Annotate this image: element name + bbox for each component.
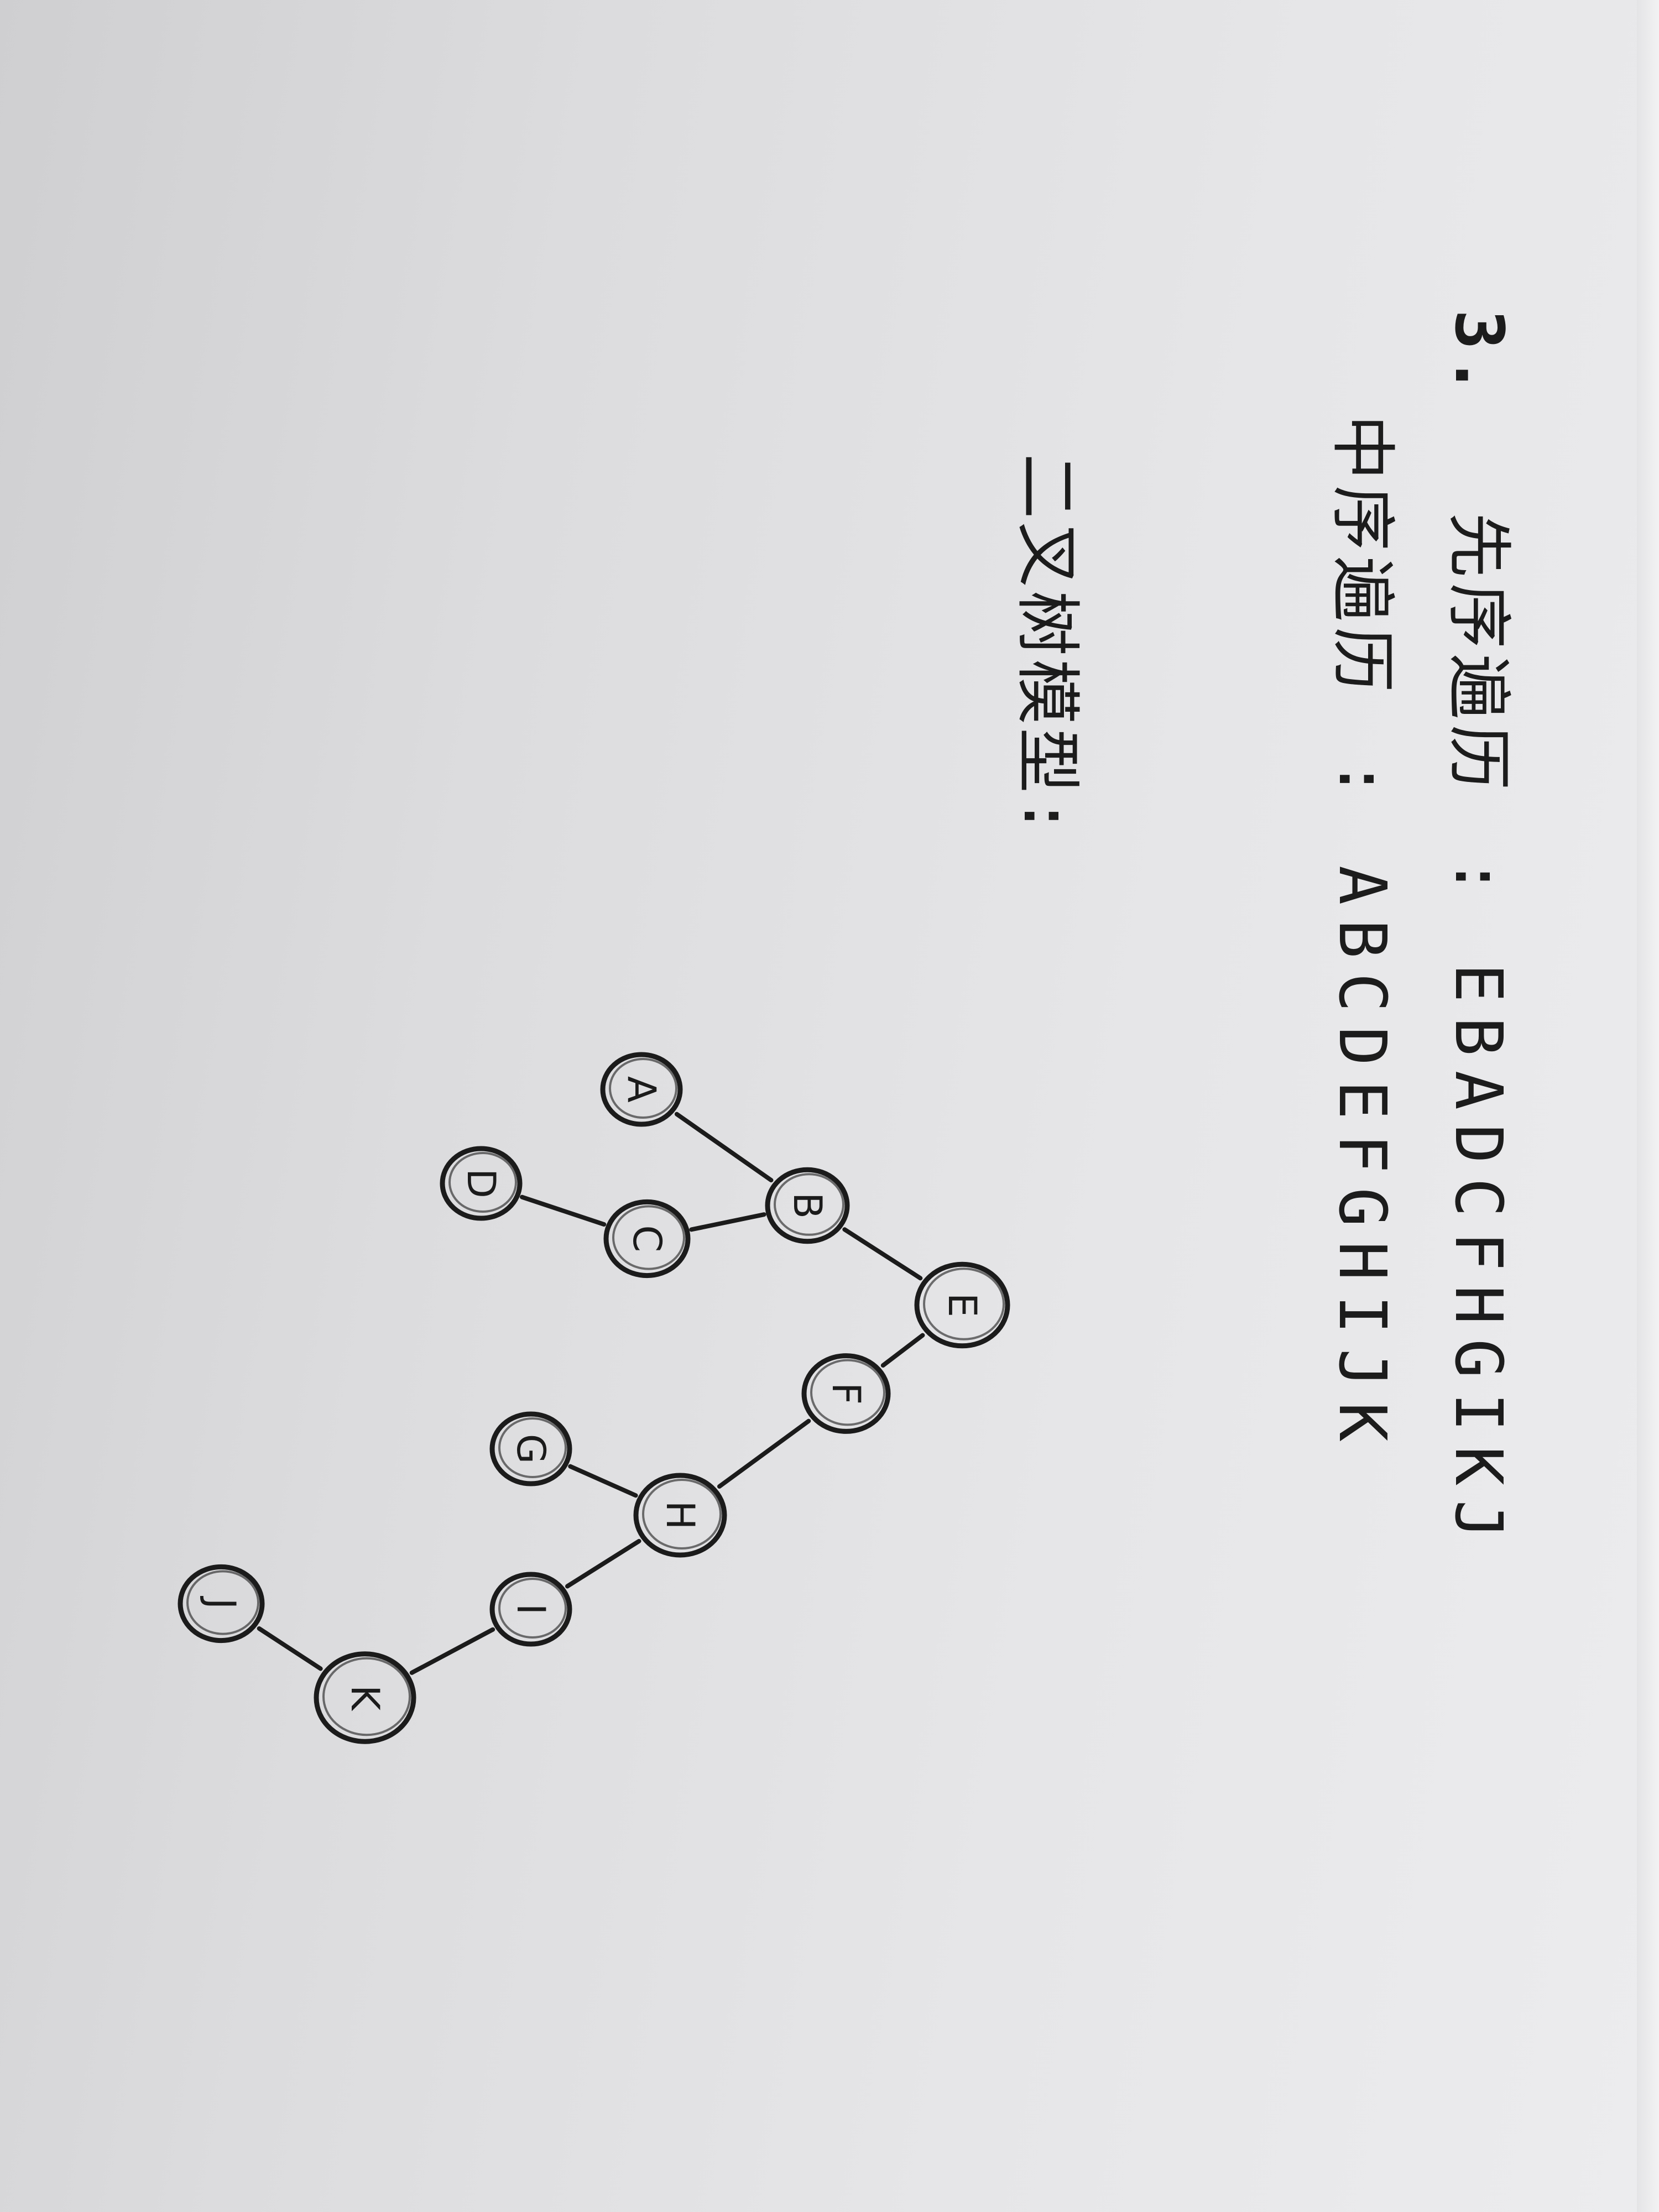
node-label: F (823, 1383, 869, 1405)
tree-node-J: J (178, 1564, 265, 1644)
paper-edge (1637, 0, 1659, 2212)
node-circle (765, 1167, 850, 1244)
node-label: H (658, 1501, 703, 1530)
node-circle (440, 1146, 523, 1221)
tree-node-D: D (440, 1146, 523, 1221)
tree-node-B: B (765, 1167, 850, 1244)
edge-I-K (409, 1627, 495, 1675)
node-circle (489, 1411, 572, 1486)
node-label: C (624, 1225, 670, 1253)
node-circle (603, 1199, 691, 1279)
node-ring (923, 1267, 1005, 1340)
tree-node-C: C (603, 1199, 691, 1279)
tree-node-H: H (633, 1473, 727, 1558)
node-circle (178, 1564, 265, 1644)
edge-B-A (674, 1112, 774, 1183)
edge-E-B (842, 1227, 923, 1281)
node-circle (914, 1261, 1010, 1349)
node-label: E (940, 1293, 985, 1317)
node-ring (642, 1479, 722, 1550)
node-ring (774, 1173, 844, 1236)
edge-C-D (519, 1194, 607, 1227)
node-ring (612, 1205, 685, 1270)
node-ring (322, 1657, 411, 1736)
node-label: G (508, 1434, 554, 1464)
edge-K-J (257, 1626, 323, 1671)
node-ring (186, 1570, 259, 1635)
node-circle (600, 1052, 683, 1127)
tree-node-E: E (914, 1261, 1010, 1349)
node-ring (810, 1359, 885, 1426)
node-label: B (785, 1192, 830, 1219)
tree-node-G: G (489, 1411, 572, 1486)
node-circle (801, 1353, 891, 1434)
tree-node-K: K (314, 1651, 416, 1744)
edge-F-H (717, 1418, 811, 1489)
node-ring (498, 1417, 567, 1478)
edge-E-F (880, 1333, 925, 1368)
node-label: I (508, 1604, 554, 1615)
tree-node-A: A (600, 1052, 683, 1127)
node-circle (489, 1572, 572, 1647)
node-circle (633, 1473, 727, 1558)
edge-H-G (568, 1464, 638, 1498)
edge-B-C (689, 1212, 766, 1232)
node-ring (609, 1058, 677, 1119)
tree-node-I: I (489, 1572, 572, 1647)
edge-H-I (565, 1538, 641, 1589)
node-label: D (458, 1168, 504, 1198)
node-label: A (619, 1076, 664, 1103)
node-circle (314, 1651, 416, 1744)
tree-node-F: F (801, 1353, 891, 1434)
node-label: K (342, 1685, 388, 1712)
node-ring (498, 1578, 567, 1639)
node-ring (448, 1152, 517, 1213)
node-label: J (199, 1596, 244, 1610)
